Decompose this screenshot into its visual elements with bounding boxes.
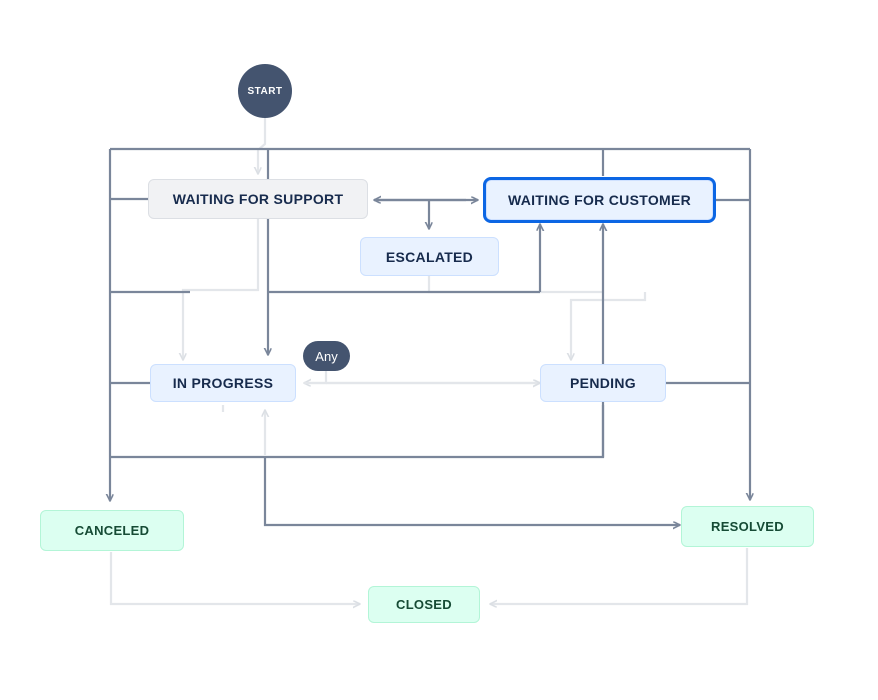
node-escalated-label: ESCALATED [385,248,474,265]
node-canceled[interactable]: CANCELED [40,510,184,551]
node-escalated[interactable]: ESCALATED [360,237,499,276]
edge-resolved-to-closed [490,548,749,604]
node-closed[interactable]: CLOSED [368,586,480,623]
node-in-progress-label: IN PROGRESS [172,375,274,391]
edge-waiting-for-support-to-in-progress [183,219,260,360]
node-waiting-for-customer-label: WAITING FOR CUSTOMER [507,192,692,208]
node-waiting-for-customer[interactable]: WAITING FOR CUSTOMER [483,177,716,223]
node-in-progress[interactable]: IN PROGRESS [150,364,296,402]
node-pending[interactable]: PENDING [540,364,666,402]
node-pending-label: PENDING [570,375,636,391]
node-closed-label: CLOSED [396,597,452,612]
node-start-label: START [247,85,283,97]
node-resolved[interactable]: RESOLVED [681,506,814,547]
edge-pending-bottom-left [265,405,605,459]
node-canceled-label: CANCELED [74,523,150,538]
edge-right-to-pending [571,292,647,360]
node-start[interactable]: START [238,64,292,118]
node-resolved-label: RESOLVED [711,519,784,534]
edge-start-to-waiting-for-support [258,118,267,174]
edge-bottom-rail-to-resolved [263,457,680,525]
node-waiting-for-support-label: WAITING FOR SUPPORT [172,191,344,207]
edge-any-to-in-progress [304,371,328,383]
edge-canceled-to-closed [109,552,360,604]
node-any-label: Any [315,348,338,364]
node-any[interactable]: Any [303,341,350,371]
node-waiting-for-support[interactable]: WAITING FOR SUPPORT [148,179,368,219]
